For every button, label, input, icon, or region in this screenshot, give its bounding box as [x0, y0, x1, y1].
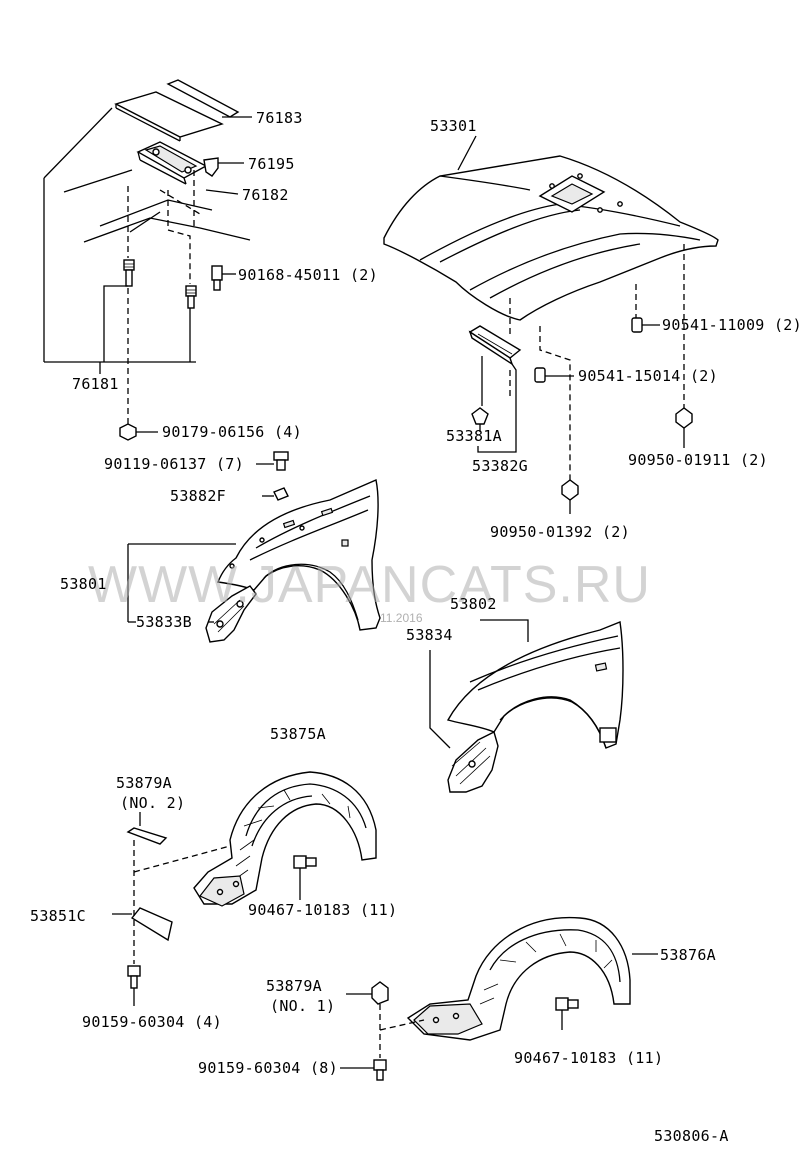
label-90159-60304-b: 90159-60304 (8) — [198, 1059, 338, 1077]
label-90950-01911: 90950-01911 (2) — [628, 451, 768, 469]
part-53879A-no1-clip[interactable] — [346, 981, 389, 1005]
label-90541-15014: 90541-15014 (2) — [578, 367, 718, 385]
hood-latch-assembly — [43, 79, 251, 441]
diagram-reference-code: 530806-A — [654, 1127, 729, 1145]
label-90467-10183-a: 90467-10183 (11) — [248, 901, 397, 919]
part-53876A-liner[interactable] — [406, 916, 631, 1041]
label-53879A-no1: 53879A — [266, 977, 322, 995]
part-76183-cover[interactable] — [114, 79, 240, 142]
label-90119-06137: 90119-06137 (7) — [104, 455, 244, 473]
part-90159-60304-bolt-b[interactable] — [340, 1059, 387, 1081]
part-90541-15014-cushion[interactable] — [534, 367, 574, 383]
part-53882F-clip[interactable] — [262, 487, 289, 501]
part-76181-stud-left[interactable] — [123, 259, 135, 287]
label-53879A-no1-note: (NO. 1) — [270, 997, 335, 1015]
part-90541-11009-cushion[interactable] — [631, 317, 660, 333]
part-76182-bracket[interactable] — [136, 141, 208, 185]
part-53801-fender-lh[interactable] — [217, 479, 381, 631]
label-53879A-no2: 53879A — [116, 774, 172, 792]
label-53876A: 53876A — [660, 946, 716, 964]
label-53382G: 53382G — [472, 457, 528, 475]
label-53875A: 53875A — [270, 725, 326, 743]
label-53301: 53301 — [430, 117, 477, 135]
part-53875A-liner[interactable] — [193, 771, 377, 907]
label-90467-10183-b: 90467-10183 (11) — [514, 1049, 663, 1067]
label-53802: 53802 — [450, 595, 497, 613]
part-53833B-bracket[interactable] — [205, 585, 257, 643]
watermark-text: WWW.JAPANCATS.RU — [88, 556, 651, 614]
label-90541-11009: 90541-11009 (2) — [662, 316, 800, 334]
part-76195-clip[interactable] — [203, 157, 244, 177]
label-90950-01392: 90950-01392 (2) — [490, 523, 630, 541]
part-90467-10183-bolt-a[interactable] — [293, 855, 317, 900]
label-76181: 76181 — [72, 375, 119, 393]
part-90179-nut[interactable] — [119, 423, 158, 441]
part-90119-bolt[interactable] — [256, 451, 289, 471]
part-53381A-clip[interactable] — [471, 407, 489, 432]
part-53382G-seal[interactable] — [468, 325, 522, 448]
part-90168-bolt[interactable] — [211, 265, 236, 291]
label-76183: 76183 — [256, 109, 303, 127]
part-53802-fender-rh[interactable] — [446, 621, 624, 749]
part-53851C-flap[interactable] — [112, 907, 173, 942]
label-90168-45011: 90168-45011 (2) — [238, 266, 378, 284]
label-76195: 76195 — [248, 155, 295, 173]
part-53879A-no2-clip[interactable] — [126, 812, 168, 845]
part-76181-stud-right[interactable] — [185, 285, 197, 309]
part-90950-01911-plug[interactable] — [675, 407, 693, 448]
label-53381A: 53381A — [446, 427, 502, 445]
label-76182: 76182 — [242, 186, 289, 204]
part-90950-01392-plug[interactable] — [561, 479, 579, 514]
label-53801: 53801 — [60, 575, 107, 593]
part-90159-60304-bolt-a[interactable] — [127, 965, 141, 1006]
watermark-date: 11.2016 — [380, 611, 423, 625]
part-53834-bracket[interactable] — [447, 730, 499, 793]
part-53301-hood[interactable] — [383, 135, 719, 321]
part-90467-10183-bolt-b[interactable] — [555, 997, 579, 1030]
label-53834: 53834 — [406, 626, 453, 644]
label-53882F: 53882F — [170, 487, 226, 505]
label-90159-60304-a: 90159-60304 (4) — [82, 1013, 222, 1031]
label-53879A-no2-note: (NO. 2) — [120, 794, 185, 812]
label-53851C: 53851C — [30, 907, 86, 925]
label-90179-06156: 90179-06156 (4) — [162, 423, 302, 441]
label-53833B: 53833B — [136, 613, 192, 631]
